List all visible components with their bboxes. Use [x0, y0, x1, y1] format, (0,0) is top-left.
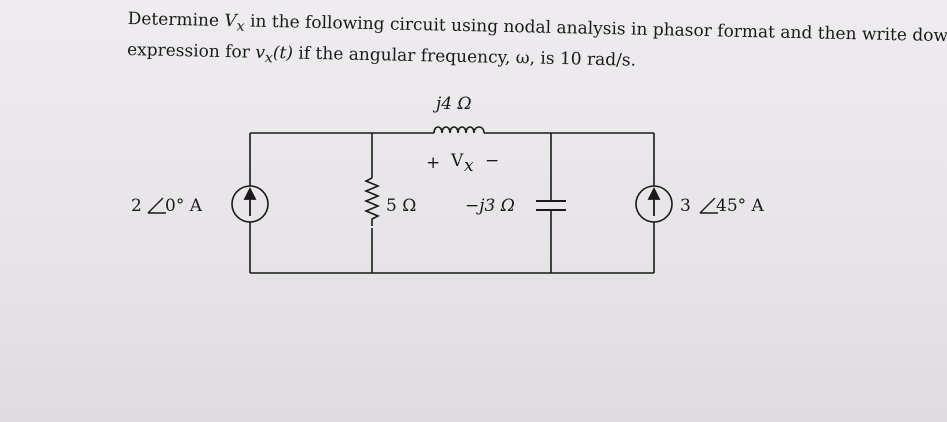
angle-symbol-right	[699, 197, 718, 214]
capacitor-label: −j3 Ω	[465, 196, 515, 216]
inductor-label: j4 Ω	[432, 94, 472, 114]
arrow-up-icon	[243, 186, 257, 200]
vx-minus-sign: −	[485, 151, 499, 171]
resistor-symbol	[363, 177, 381, 226]
right-source-magnitude: 3	[680, 196, 691, 216]
current-source-right	[635, 185, 673, 223]
arrow-up-icon	[647, 186, 661, 200]
vx-label-subscript: x	[464, 156, 474, 176]
vx-plus-sign: +	[426, 153, 440, 173]
resistor-label: 5 Ω	[386, 196, 416, 216]
left-source-angle: 0° A	[165, 196, 203, 216]
right-source-angle: 45° A	[716, 196, 765, 216]
left-source-magnitude: 2	[131, 196, 142, 216]
angle-symbol-left	[147, 197, 166, 214]
inductor-symbol	[433, 126, 485, 134]
vx-label: V	[450, 151, 464, 171]
current-source-left	[231, 185, 269, 223]
